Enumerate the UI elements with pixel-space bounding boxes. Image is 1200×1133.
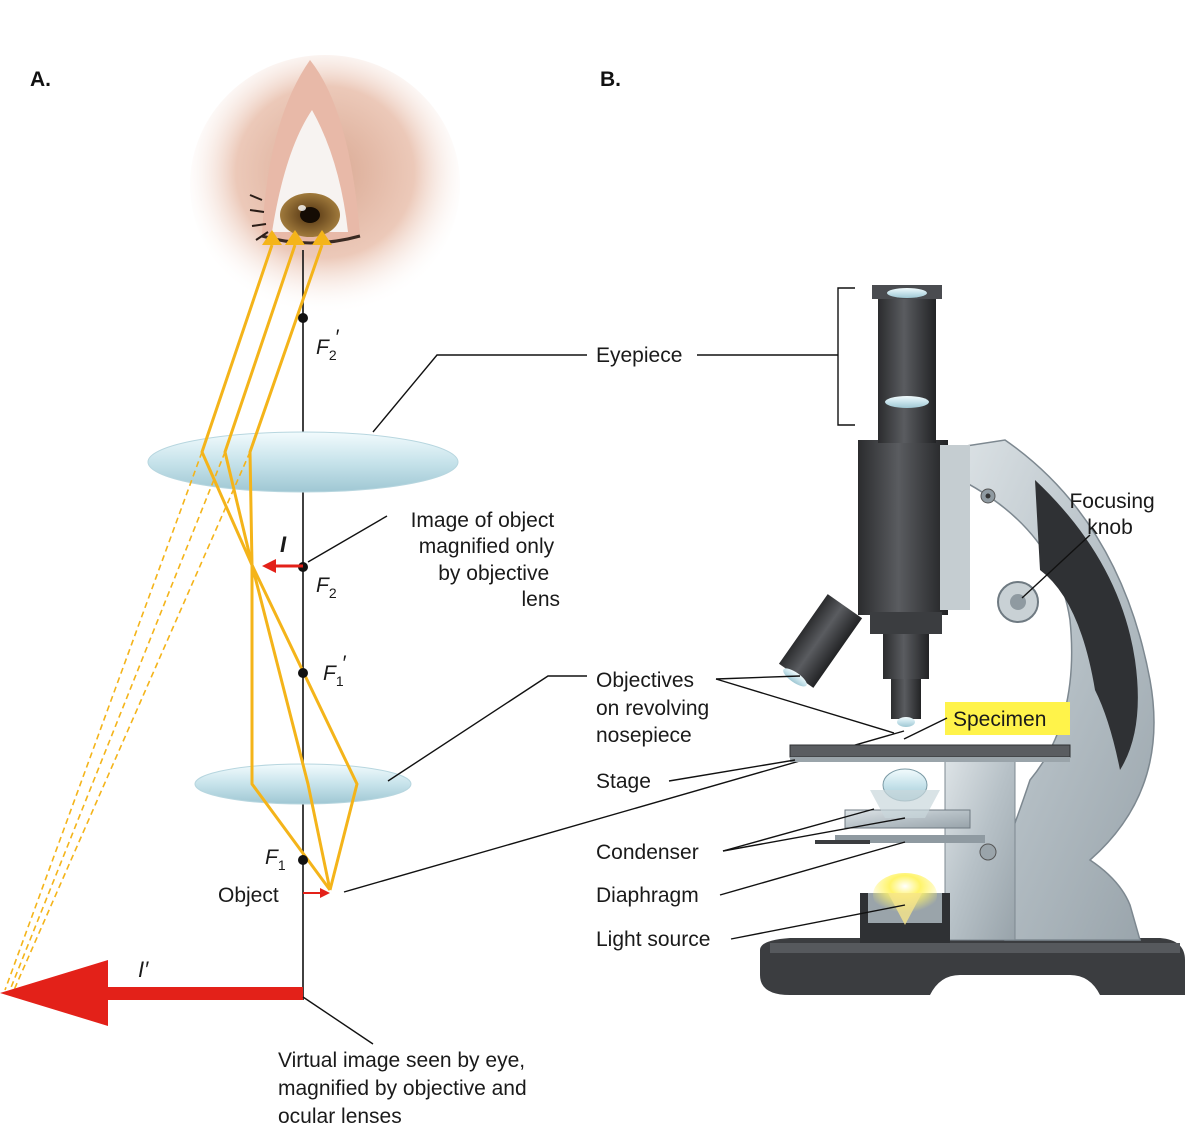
intermediate-image-caption: Image of object magnified only by object… xyxy=(411,509,560,611)
leader-condenser-1 xyxy=(722,808,875,852)
leader-specimen xyxy=(903,717,948,740)
light-rays xyxy=(4,230,359,991)
label-f2: F2 xyxy=(316,574,337,601)
label-f1: F1 xyxy=(265,846,286,873)
label-diaphragm: Diaphragm xyxy=(596,884,699,907)
label-image-i-prime: I′ xyxy=(138,957,149,982)
eyepiece-bracket xyxy=(837,287,855,426)
leader-stage xyxy=(668,759,796,782)
label-condenser: Condenser xyxy=(596,841,699,864)
label-eyepiece: Eyepiece xyxy=(596,344,682,367)
leader-eyepiece xyxy=(372,354,587,433)
leader-focusing-knob xyxy=(1021,534,1091,599)
label-stage: Stage xyxy=(596,770,651,793)
virtual-image-arrow xyxy=(0,960,303,1026)
specimen-highlight xyxy=(945,702,1070,735)
leader-condenser-2 xyxy=(722,817,906,852)
label-light-source: Light source xyxy=(596,928,710,951)
leader-objectives-2 xyxy=(715,675,801,680)
intermediate-image-arrow xyxy=(262,559,303,573)
ocular-lens xyxy=(147,431,459,493)
microscope-illustration xyxy=(760,285,1185,995)
virtual-image-caption: Virtual image seen by eye, magnified by … xyxy=(278,1049,533,1128)
label-focusing-knob: Focusing knob xyxy=(1069,490,1160,539)
focal-point-f2-prime xyxy=(298,313,308,323)
label-object: Object xyxy=(218,884,279,907)
object-arrow xyxy=(303,888,330,898)
leader-objective-lens xyxy=(387,675,587,782)
leader-virtual-image xyxy=(302,996,374,1045)
panel-label-b: B. xyxy=(600,68,621,91)
label-image-i: I xyxy=(280,532,287,557)
label-specimen: Specimen xyxy=(953,708,1046,731)
label-objectives: Objectives on revolving nosepiece xyxy=(596,669,715,747)
eye-illustration xyxy=(190,55,460,315)
leader-intermediate-image xyxy=(307,515,388,563)
leader-objectives-1 xyxy=(715,678,895,734)
label-f1-prime: F1′ xyxy=(323,652,347,689)
focal-point-f1 xyxy=(298,855,308,865)
label-f2-prime: F2′ xyxy=(316,326,340,363)
panel-label-a: A. xyxy=(30,68,51,91)
focal-point-f1-prime xyxy=(298,668,308,678)
leader-light-source xyxy=(730,904,906,940)
leader-diaphragm xyxy=(719,841,906,896)
